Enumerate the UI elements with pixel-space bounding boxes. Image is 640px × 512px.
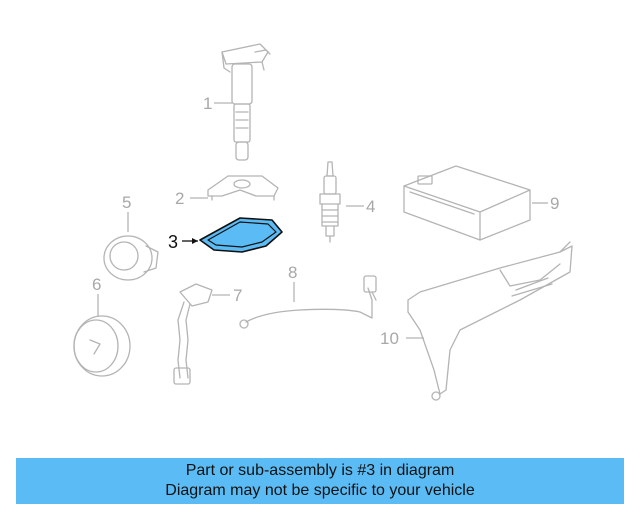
oxygen-sensor-wire-part[interactable]: [239, 275, 377, 329]
exploded-parts-diagram: 1 2 3 4: [73, 43, 573, 401]
mounting-bracket-part[interactable]: [407, 241, 573, 401]
banner-line-part-number: Part or sub-assembly is #3 in diagram: [185, 462, 455, 479]
gasket-part-highlighted[interactable]: [199, 217, 283, 253]
callout-number-9: 9: [550, 194, 559, 213]
callout-number-10: 10: [380, 329, 399, 348]
callout-number-8: 8: [288, 263, 297, 282]
callout-number-3: 3: [168, 232, 178, 252]
knock-sensor-part[interactable]: [103, 235, 159, 281]
callout-arrow-3: [192, 238, 198, 244]
engine-control-module-part[interactable]: [403, 165, 531, 241]
callout-number-4: 4: [366, 197, 375, 216]
sensor-ring-part[interactable]: [73, 315, 131, 377]
ignition-coil-part[interactable]: [221, 43, 271, 161]
spark-plug-part[interactable]: [319, 161, 341, 243]
callout-number-7: 7: [233, 286, 242, 305]
callout-number-2: 2: [175, 189, 184, 208]
coil-mounting-plate-part[interactable]: [207, 175, 279, 201]
info-banner: Part or sub-assembly is #3 in diagram Di…: [16, 458, 624, 504]
callout-number-6: 6: [92, 275, 101, 294]
camshaft-sensor-part[interactable]: [173, 283, 213, 385]
callout-number-1: 1: [203, 94, 212, 113]
banner-line-disclaimer: Diagram may not be specific to your vehi…: [165, 482, 475, 499]
callout-number-5: 5: [122, 193, 131, 212]
